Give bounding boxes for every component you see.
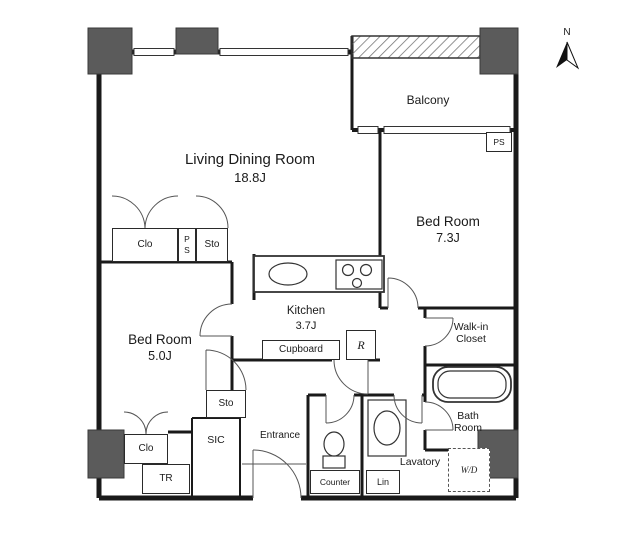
balcony-label: Balcony (406, 92, 450, 107)
bedroom-west-label: Bed Room (128, 332, 192, 348)
pipe-space-right-box: PS (486, 132, 512, 152)
pipe-space-left-box: PS (178, 228, 196, 262)
bedroom-east-size: 7.3J (436, 231, 460, 246)
windows (133, 48, 511, 134)
lavatory-vanity (367, 399, 407, 457)
lavatory-label: Lavatory (399, 455, 441, 468)
balcony-railing (351, 35, 481, 59)
living-room-label: Living Dining Room (184, 151, 316, 169)
compass-north-label: N (563, 26, 571, 38)
door-arcs (111, 195, 454, 499)
bedroom-east-label: Bed Room (416, 214, 480, 230)
kitchen-label: Kitchen (286, 304, 326, 317)
trunk-room-box: TR (142, 464, 190, 494)
washer-dryer-box: W/D (448, 448, 490, 492)
toilet (322, 431, 346, 469)
bedroom-west-size: 5.0J (148, 349, 172, 364)
north-compass-icon (556, 41, 580, 70)
walk-in-closet-label: Walk-in Closet (453, 320, 489, 345)
kitchen-counter (253, 255, 385, 293)
sic-label: SIC (207, 434, 225, 447)
kitchen-size: 3.7J (295, 319, 317, 332)
closet-top-box: Clo (112, 228, 178, 262)
linen-box: Lin (366, 470, 400, 494)
living-room-size: 18.8J (234, 170, 266, 186)
storage-hall-box: Sto (206, 390, 246, 418)
storage-top-box: Sto (196, 228, 228, 262)
bathtub (432, 366, 512, 403)
bath-room-label: Bath Room (453, 409, 482, 434)
cupboard-box: Cupboard (262, 340, 340, 360)
entrance-label: Entrance (259, 429, 301, 441)
pillars (87, 27, 519, 479)
counter-box: Counter (310, 470, 360, 494)
closet-bottom-box: Clo (124, 434, 168, 464)
refrigerator-box: R (346, 330, 376, 360)
